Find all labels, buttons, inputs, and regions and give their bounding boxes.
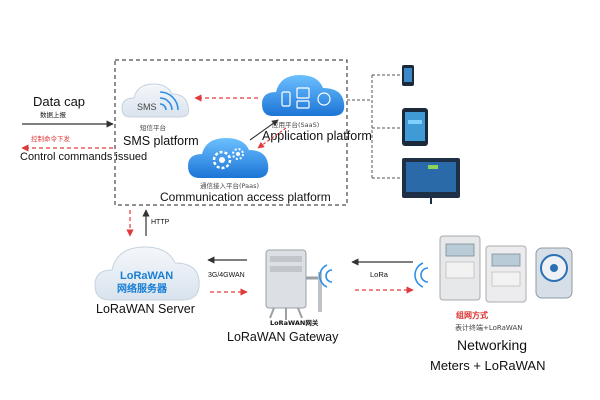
- networking-label: Networking: [457, 337, 527, 353]
- data-cap-label: Data cap: [33, 94, 85, 109]
- phone-icon: [281, 91, 291, 107]
- http-label: HTTP: [151, 219, 170, 226]
- water-meter-icon: [535, 247, 573, 299]
- control-label: Control commands issued: [20, 151, 147, 163]
- tablet-device-icon: [402, 108, 428, 146]
- server-cloud-title: LoRaWAN: [120, 270, 173, 282]
- meter-signal-icon: [414, 262, 429, 288]
- application-cloud: [262, 75, 345, 116]
- meters-lorawan-label: Meters + LoRaWAN: [430, 358, 545, 373]
- lorawan-gateway-label: LoRaWAN Gateway: [227, 330, 339, 344]
- lora-label: LoRa: [370, 270, 389, 279]
- communication-cloud: [188, 138, 269, 178]
- meters-cn-sub: 表计终端+LoRaWAN: [455, 323, 523, 332]
- meters-cn-title: 组网方式: [456, 310, 488, 320]
- data-cap-cn-label: 数据上报: [40, 110, 67, 119]
- device-connectors: [347, 74, 400, 179]
- lorawan-server-label: LoRaWAN Server: [96, 302, 195, 316]
- wifi-icon: [159, 91, 179, 111]
- app-platform-label: Application platform: [262, 129, 372, 143]
- sms-cloud-label: SMS: [137, 102, 157, 112]
- gateway-signal-icon: [319, 264, 333, 288]
- sms-cn-label: 短信平台: [140, 123, 166, 132]
- screen-icon: [296, 87, 310, 109]
- phone-device-icon: [402, 65, 414, 86]
- comm-cn-label: 通信接入平台(Paas): [200, 181, 259, 190]
- platform-box: [114, 59, 348, 206]
- electric-meter-icon: [439, 235, 481, 301]
- lorawan-server-cloud: [94, 246, 200, 301]
- sms-cloud: [121, 83, 190, 118]
- comm-platform-label: Communication access platform: [160, 190, 331, 204]
- monitor-device-icon: [402, 158, 460, 204]
- app-to-comm-arrow: [257, 127, 287, 149]
- gateway-icon: [265, 249, 322, 320]
- gateway-cn-label: LoRaWAN网关: [270, 318, 319, 327]
- server-cloud-cn: 网络服务器: [117, 282, 168, 295]
- user-icon: [317, 92, 331, 106]
- app-cn-label: 应用平台(SaaS): [272, 120, 319, 129]
- electric-meter-2-icon: [485, 245, 527, 303]
- wan-label: 3G/4GWAN: [208, 272, 245, 279]
- sms-platform-label: SMS platform: [123, 134, 199, 148]
- control-cn-label: 控制命令下发: [31, 134, 71, 143]
- comm-to-app-arrow: [249, 119, 279, 141]
- gear-icon: [212, 148, 244, 170]
